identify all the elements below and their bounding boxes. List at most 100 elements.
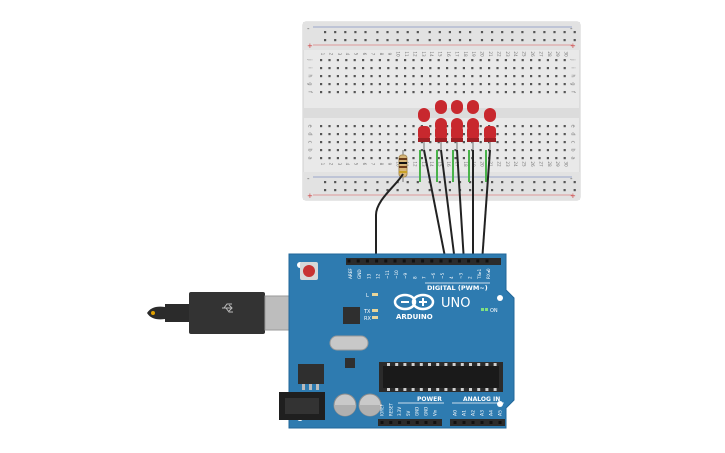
column-number: 22 xyxy=(496,161,501,167)
breadboard-hole xyxy=(395,149,398,152)
breadboard-hole xyxy=(538,141,541,144)
breadboard-hole xyxy=(420,75,423,78)
breadboard-hole xyxy=(563,83,566,86)
rail-hole xyxy=(386,39,389,42)
rail-hole xyxy=(334,39,337,42)
breadboard-hole xyxy=(513,149,516,152)
power-header xyxy=(378,419,442,426)
breadboard-hole xyxy=(429,83,432,86)
chip-pin xyxy=(452,388,456,391)
breadboard-hole xyxy=(546,75,549,78)
breadboard-hole xyxy=(521,83,524,86)
wire-pin-7 xyxy=(423,149,447,263)
analog-pin-label: A3 xyxy=(480,410,486,416)
breadboard-hole xyxy=(429,91,432,94)
breadboard-hole xyxy=(513,91,516,94)
small-component xyxy=(345,358,355,368)
breadboard-hole xyxy=(479,133,482,136)
rail-hole xyxy=(469,189,472,192)
rail-hole xyxy=(376,181,379,184)
breadboard-hole xyxy=(454,149,457,152)
breadboard-hole xyxy=(546,83,549,86)
rail-hole xyxy=(396,189,399,192)
breadboard-hole xyxy=(446,75,449,78)
logo-left-loop xyxy=(393,293,417,311)
rail-hole xyxy=(553,181,556,184)
breadboard-hole xyxy=(555,133,558,136)
chip-pin xyxy=(395,363,399,366)
digital-pin-hole xyxy=(476,259,480,263)
breadboard-hole xyxy=(336,59,339,62)
analog-pin-hole xyxy=(471,421,475,424)
chip-pin xyxy=(403,363,407,366)
breadboard-hole xyxy=(336,157,339,160)
chip-pin xyxy=(469,388,472,391)
breadboard-hole xyxy=(345,75,348,78)
rail-hole xyxy=(386,31,389,34)
breadboard-hole xyxy=(437,75,440,78)
wire-pin-5 xyxy=(456,149,465,263)
power-pin-label: Vin xyxy=(432,409,437,416)
resistor-band-1 xyxy=(399,158,407,160)
power-pin-label: IOREF xyxy=(380,403,385,416)
rail-hole xyxy=(354,189,357,192)
breadboard-hole xyxy=(496,141,499,144)
breadboard-hole xyxy=(395,91,398,94)
led-body xyxy=(435,126,447,140)
breadboard-hole xyxy=(336,125,339,128)
rail-plus-bottom-left: + xyxy=(307,192,313,200)
led xyxy=(435,100,447,150)
breadboard-hole xyxy=(395,83,398,86)
rail-hole xyxy=(469,31,472,34)
breadboard-hole xyxy=(412,125,415,128)
breadboard-hole xyxy=(454,141,457,144)
chip-pin xyxy=(411,363,415,366)
rail-hole xyxy=(563,181,566,184)
led xyxy=(467,100,479,150)
breadboard-hole xyxy=(370,75,373,78)
breadboard-hole xyxy=(504,149,507,152)
digital-pin-label: GND xyxy=(357,269,362,279)
analog-header xyxy=(450,419,505,426)
tx-label: TX xyxy=(363,309,371,315)
rail-plus-top-right: + xyxy=(570,42,576,50)
regulator-leg-2 xyxy=(309,384,312,390)
row-letter: d xyxy=(307,132,313,135)
column-number: 19 xyxy=(471,51,476,57)
breadboard-hole xyxy=(513,133,516,136)
breadboard-hole xyxy=(404,141,407,144)
rail-hole xyxy=(563,189,566,192)
breadboard-hole xyxy=(538,133,541,136)
rail-hole xyxy=(386,181,389,184)
breadboard-hole xyxy=(530,125,533,128)
rail-hole xyxy=(406,181,409,184)
breadboard-hole xyxy=(530,141,533,144)
rail-minus-top-left: - xyxy=(307,25,310,33)
breadboard-hole xyxy=(504,83,507,86)
reset-button[interactable] xyxy=(303,265,315,277)
digital-pin-label: ~6 xyxy=(431,272,436,279)
breadboard-hole xyxy=(387,141,390,144)
column-number: 21 xyxy=(488,161,493,167)
breadboard-hole xyxy=(530,75,533,78)
breadboard-hole xyxy=(454,83,457,86)
digital-pin-hole xyxy=(467,259,471,263)
rail-hole xyxy=(573,189,576,192)
breadboard-hole xyxy=(320,133,323,136)
breadboard-hole xyxy=(362,59,365,62)
column-number: 1 xyxy=(320,53,325,56)
column-number: 22 xyxy=(496,51,501,57)
breadboard-hole xyxy=(479,141,482,144)
column-number: 29 xyxy=(555,51,560,57)
breadboard-hole xyxy=(336,133,339,136)
chip-pin xyxy=(419,363,423,366)
power-pin-label: 3.3V xyxy=(397,407,402,416)
breadboard-hole xyxy=(345,133,348,136)
logo-text: ARDUINO xyxy=(396,313,433,321)
breadboard-hole xyxy=(336,75,339,78)
rail-hole xyxy=(344,39,347,42)
rail-hole xyxy=(573,31,576,34)
